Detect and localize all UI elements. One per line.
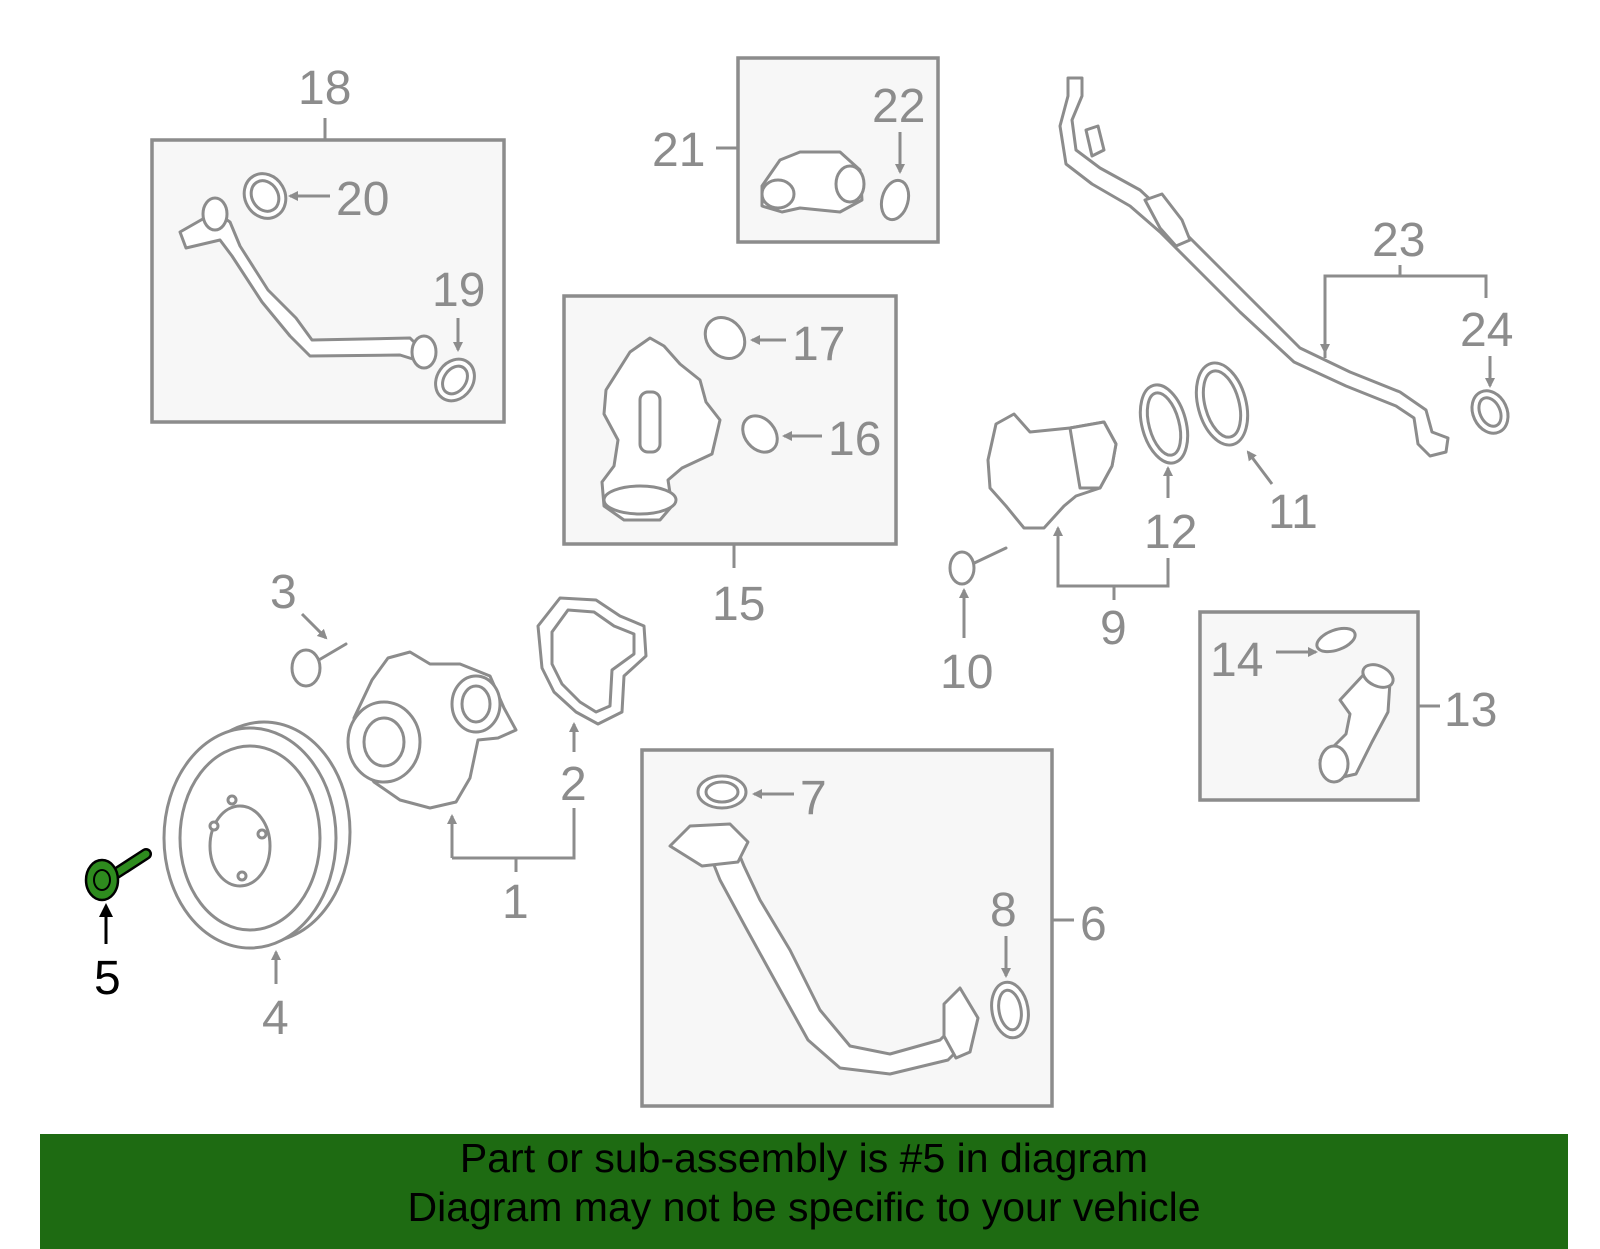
callout-16: 16 (828, 413, 881, 466)
callout-3: 3 (270, 566, 297, 619)
bolt-10-head (948, 550, 976, 586)
callout-15: 15 (712, 578, 765, 631)
o-ring-19-inner (441, 364, 469, 396)
hose-18-end (410, 334, 438, 370)
o-ring-17 (703, 316, 747, 360)
bolt-3-head (290, 648, 322, 688)
assembly-18-group: 18 20 19 (150, 62, 506, 424)
housing-15-neck (638, 390, 662, 454)
callout-5: 5 (94, 952, 121, 1005)
callout-9: 9 (1100, 602, 1127, 655)
bolt-5-group: 5 (84, 848, 152, 1005)
assembly-6-group: 6 7 8 (640, 748, 1107, 1108)
gasket-12-inner (1145, 391, 1183, 457)
o-ring-22 (879, 178, 911, 222)
fitting-21-port-b (834, 164, 866, 204)
callout-19: 19 (432, 264, 485, 317)
callout-1: 1 (502, 876, 529, 929)
water-pump-1-outlet-inner (460, 684, 492, 724)
banner-line-1: Part or sub-assembly is #5 in diagram (459, 1135, 1149, 1181)
thermostat-9-cone (1068, 420, 1118, 490)
info-banner: Part or sub-assembly is #5 in diagram Di… (40, 1134, 1568, 1249)
assembly-9-group: 11 12 9 10 (940, 361, 1318, 699)
callout-10: 10 (940, 646, 993, 699)
o-ring-14 (1315, 626, 1357, 654)
callout-12: 12 (1144, 506, 1197, 559)
fitting-21-port (760, 178, 796, 210)
callout-18: 18 (298, 62, 351, 115)
callout-24: 24 (1460, 304, 1513, 357)
assembly-1-group: 3 2 1 (270, 566, 648, 929)
callout-7: 7 (800, 772, 827, 825)
callout-17: 17 (792, 318, 845, 371)
callout-4: 4 (262, 992, 289, 1045)
housing-15-flange (602, 484, 678, 516)
callout-21: 21 (652, 124, 705, 177)
assembly-21-group: 21 22 (652, 56, 940, 244)
tube-23-bracket (1143, 192, 1192, 248)
pulley-4-hole-d (236, 870, 248, 882)
pulley-4-hole-c (226, 794, 238, 806)
o-ring-8-inner (997, 988, 1023, 1032)
pulley-4-hub (208, 804, 272, 888)
pulley-4-hole-b (256, 828, 268, 840)
gasket-11-inner (1201, 369, 1243, 439)
assembly-15-group: 15 17 16 (562, 294, 898, 631)
callout-8: 8 (990, 884, 1017, 937)
callout-20: 20 (336, 173, 389, 226)
pulley-4-hole-a (208, 820, 220, 832)
tube-23-part (1058, 76, 1450, 458)
hose-13-top (1361, 663, 1395, 689)
pipe-6-flange-top (668, 822, 750, 868)
o-ring-7-inner (704, 780, 740, 804)
pulley-4-group: 4 (162, 720, 352, 1045)
o-ring-20-inner (249, 179, 281, 213)
callout-11: 11 (1268, 486, 1318, 539)
pipe-6-flange-bottom (942, 986, 980, 1060)
o-ring-24-inner (1477, 396, 1503, 428)
gasket-2-inner (550, 608, 636, 714)
callout-14: 14 (1210, 634, 1263, 687)
bolt-5-head-center (93, 869, 111, 891)
callout-6: 6 (1080, 898, 1107, 951)
tube-23-clip (1084, 124, 1106, 158)
callout-23: 23 (1372, 214, 1425, 267)
assembly-13-group: 13 14 (1198, 610, 1497, 802)
water-pump-1-hub-inner (362, 716, 406, 768)
callout-13: 13 (1444, 684, 1497, 737)
assembly-23-group: 23 24 (1058, 76, 1513, 458)
hose-18-start (201, 196, 229, 232)
hose-13-bottom (1318, 744, 1350, 784)
callout-2: 2 (560, 758, 587, 811)
banner-line-2: Diagram may not be specific to your vehi… (407, 1184, 1201, 1230)
o-ring-16 (741, 414, 779, 454)
callout-22: 22 (872, 80, 925, 133)
